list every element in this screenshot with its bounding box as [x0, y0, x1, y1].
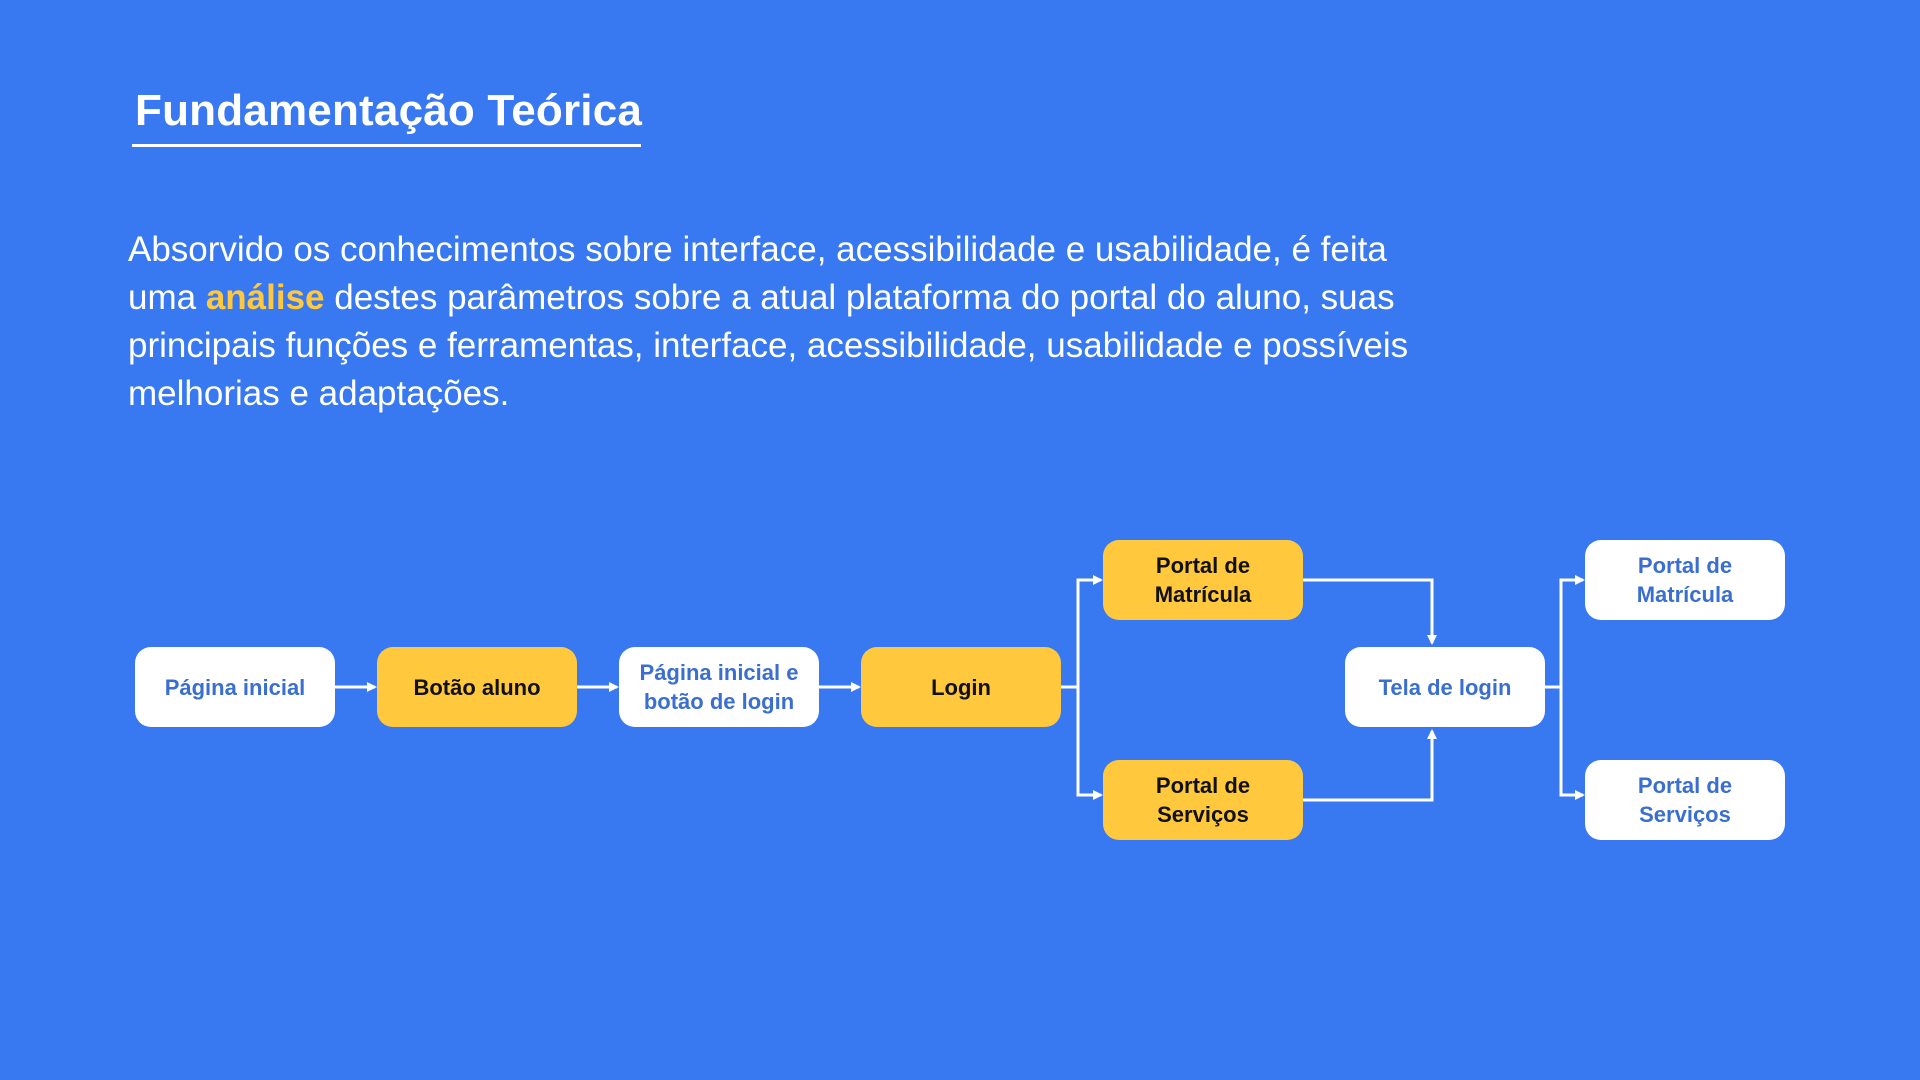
- node-pagina-inicial: Página inicial: [135, 647, 335, 727]
- intro-paragraph: Absorvido os conhecimentos sobre interfa…: [128, 226, 1438, 418]
- edge-portal-servicos-1-to-tela-login: [1303, 729, 1437, 802]
- node-portal-servicos-1: Portal de Serviços: [1103, 760, 1303, 840]
- title-underline: [132, 144, 641, 147]
- node-portal-matricula-1: Portal de Matrícula: [1103, 540, 1303, 620]
- edge-login-to-portal-matricula-1: [1061, 575, 1103, 689]
- paragraph-highlight: análise: [205, 278, 325, 317]
- node-login: Login: [861, 647, 1061, 727]
- edge-tela-login-to-portal-servicos-2: [1559, 687, 1585, 800]
- edge-tela-login-to-portal-matricula-2: [1545, 575, 1585, 689]
- edge-portal-matricula-1-to-tela-login: [1303, 578, 1437, 645]
- node-portal-matricula-2: Portal de Matrícula: [1585, 540, 1785, 620]
- edge-login-to-portal-servicos-1: [1076, 687, 1103, 800]
- node-botao-aluno: Botão aluno: [377, 647, 577, 727]
- node-portal-servicos-2: Portal de Serviços: [1585, 760, 1785, 840]
- paragraph-text-after: destes parâmetros sobre a atual platafor…: [128, 278, 1409, 413]
- node-tela-login: Tela de login: [1345, 647, 1545, 727]
- page-title: Fundamentação Teórica: [135, 86, 643, 135]
- node-pagina-inicial-login: Página inicial e botão de login: [619, 647, 819, 727]
- paragraph-text-before: Absorvido os conhecimentos sobre interfa…: [128, 230, 1387, 317]
